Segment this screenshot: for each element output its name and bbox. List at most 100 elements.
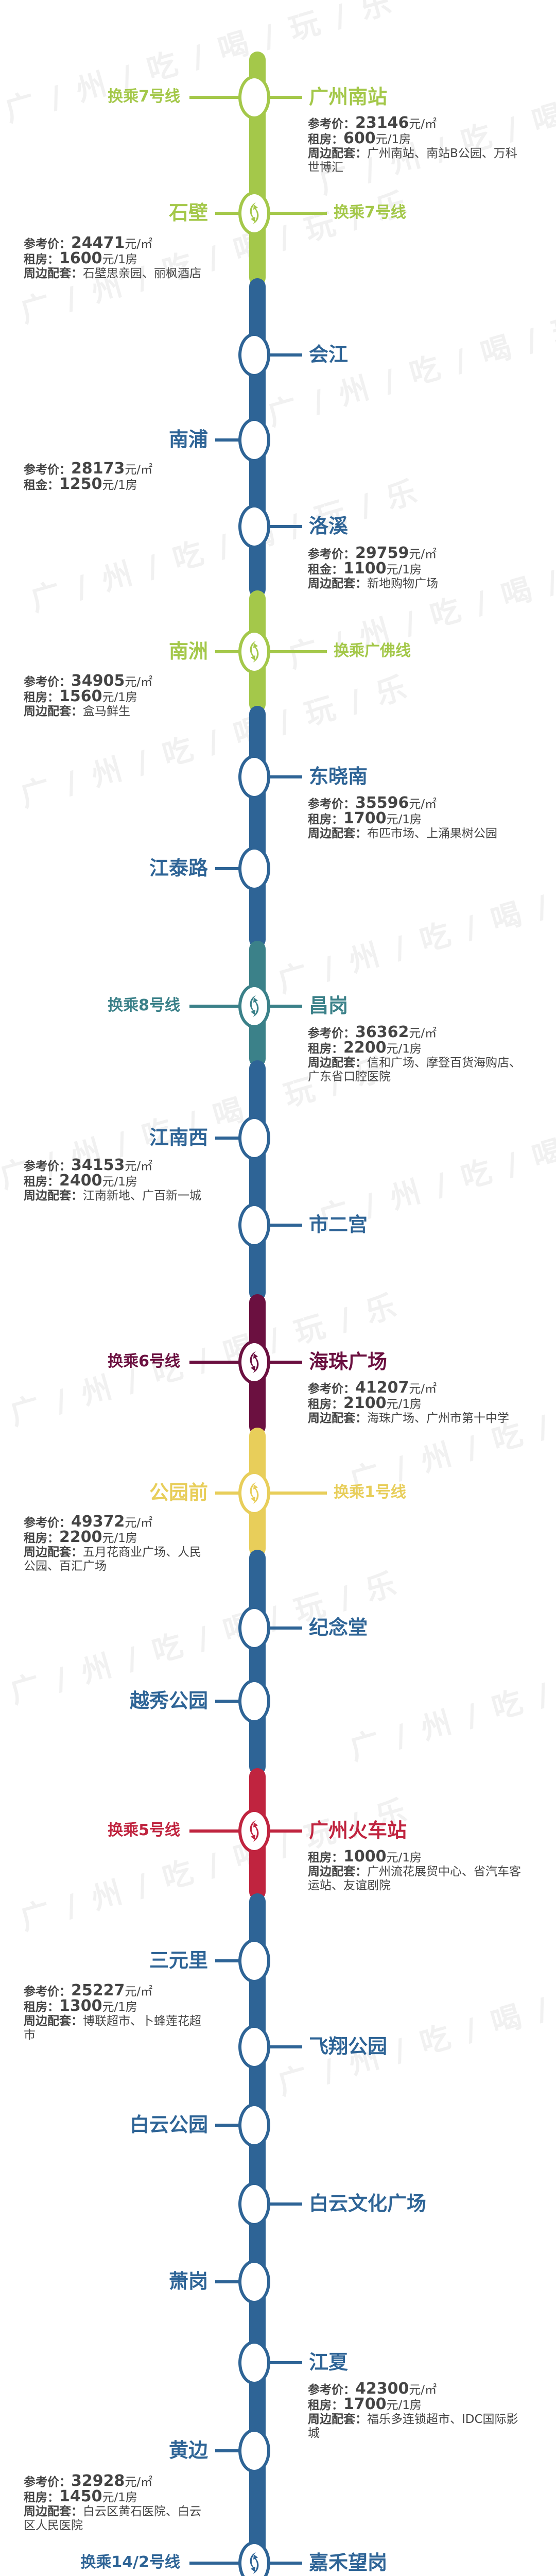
station-connector bbox=[270, 2045, 302, 2048]
station-marker[interactable] bbox=[238, 1203, 270, 1247]
amenities-value: 广州南站、南站B公园、万科世博汇 bbox=[308, 147, 517, 174]
station-marker[interactable] bbox=[238, 755, 270, 799]
station-name[interactable]: 白云文化广场 bbox=[309, 2192, 427, 2215]
station-marker[interactable] bbox=[238, 846, 270, 891]
interchange-station-marker[interactable] bbox=[238, 1471, 270, 1515]
transfer-label[interactable]: 换乘8号线 bbox=[108, 996, 180, 1014]
price-value: 49372 bbox=[71, 1513, 125, 1531]
station-name[interactable]: 海珠广场 bbox=[309, 1350, 388, 1373]
station-name[interactable]: 三元里 bbox=[149, 1949, 208, 1972]
interchange-station-marker[interactable] bbox=[238, 630, 270, 674]
station-name[interactable]: 越秀公园 bbox=[129, 1689, 208, 1712]
rent-unit: 元/1房 bbox=[386, 1398, 422, 1411]
amenities-line: 周边配套：广州南站、南站B公园、万科世博汇 bbox=[308, 147, 524, 175]
station-marker[interactable] bbox=[238, 2025, 270, 2069]
amenities-line: 周边配套：福乐多连锁超市、IDC国际影城 bbox=[308, 2413, 524, 2441]
price-label: 参考价： bbox=[308, 117, 355, 131]
station-marker[interactable] bbox=[238, 2341, 270, 2385]
station-connector bbox=[215, 1492, 239, 1495]
amenities-line: 周边配套：博联超市、卜蜂莲花超市 bbox=[24, 2014, 209, 2042]
station-name[interactable]: 萧岗 bbox=[168, 2270, 208, 2293]
transfer-label[interactable]: 换乘1号线 bbox=[334, 1483, 406, 1501]
station-name[interactable]: 江夏 bbox=[309, 2351, 349, 2374]
transfer-label[interactable]: 换乘6号线 bbox=[108, 1352, 180, 1370]
interchange-station-marker[interactable] bbox=[238, 1809, 270, 1853]
interchange-station-marker[interactable] bbox=[238, 1340, 270, 1384]
interchange-station-marker[interactable] bbox=[238, 191, 270, 235]
station-name[interactable]: 江南西 bbox=[149, 1126, 208, 1149]
station-name[interactable]: 市二宫 bbox=[309, 1213, 368, 1236]
reference-price-line: 参考价：28173元/㎡ bbox=[24, 461, 209, 477]
station-name[interactable]: 广州火车站 bbox=[309, 1819, 407, 1842]
station-name[interactable]: 昌岗 bbox=[309, 994, 349, 1017]
amenities-value: 福乐多连锁超市、IDC国际影城 bbox=[308, 2413, 518, 2440]
station-marker[interactable] bbox=[238, 504, 270, 549]
price-label: 参考价： bbox=[308, 2383, 355, 2397]
transfer-label[interactable]: 换乘5号线 bbox=[108, 1821, 180, 1839]
station-name[interactable]: 江泰路 bbox=[149, 857, 208, 879]
price-unit: 元/㎡ bbox=[409, 1382, 437, 1396]
station-marker[interactable] bbox=[238, 1679, 270, 1723]
transfer-connector bbox=[189, 1361, 239, 1364]
reference-price-line: 参考价：24471元/㎡ bbox=[24, 235, 209, 251]
station-marker[interactable] bbox=[238, 418, 270, 462]
rent-value: 2400 bbox=[59, 1172, 102, 1190]
station-marker[interactable] bbox=[238, 2429, 270, 2473]
rent-line: 租房：1700元/1房 bbox=[308, 2397, 524, 2413]
station-name[interactable]: 白云公园 bbox=[129, 2113, 208, 2136]
line-segment-line_blue bbox=[249, 1893, 266, 2576]
transfer-connector bbox=[270, 1492, 327, 1495]
amenities-value: 博联超市、卜蜂莲花超市 bbox=[24, 2014, 201, 2042]
station-name[interactable]: 南浦 bbox=[168, 428, 208, 451]
reference-price-line: 参考价：34905元/㎡ bbox=[24, 673, 209, 689]
transfer-label[interactable]: 换乘广佛线 bbox=[334, 642, 411, 660]
station-marker[interactable] bbox=[238, 75, 270, 120]
station-marker[interactable] bbox=[238, 2260, 270, 2304]
station-name[interactable]: 南洲 bbox=[168, 640, 208, 663]
station-name[interactable]: 嘉禾望岗 bbox=[309, 2551, 388, 2574]
station-name[interactable]: 纪念堂 bbox=[309, 1616, 368, 1639]
rent-unit: 元/1房 bbox=[102, 1532, 137, 1545]
station-connector bbox=[215, 867, 239, 870]
station-marker[interactable] bbox=[238, 333, 270, 377]
station-marker[interactable] bbox=[238, 2103, 270, 2147]
station-name[interactable]: 公园前 bbox=[149, 1481, 208, 1504]
rent-unit: 元/1房 bbox=[102, 1175, 137, 1189]
station-marker[interactable] bbox=[238, 2182, 270, 2226]
amenities-value: 江南新地、广百新一城 bbox=[83, 1189, 201, 1202]
station-name[interactable]: 黄边 bbox=[168, 2439, 208, 2462]
interchange-station-marker[interactable] bbox=[238, 2541, 270, 2576]
rent-unit: 元/1房 bbox=[386, 1851, 422, 1865]
rent-line: 租房：1300元/1房 bbox=[24, 1998, 209, 2014]
transfer-label[interactable]: 换乘7号线 bbox=[108, 88, 180, 106]
price-value: 42300 bbox=[355, 2380, 409, 2398]
price-label: 参考价： bbox=[308, 548, 355, 561]
station-name[interactable]: 石壁 bbox=[168, 201, 208, 224]
price-unit: 元/㎡ bbox=[125, 1516, 153, 1530]
station-name[interactable]: 东晓南 bbox=[309, 765, 368, 788]
station-marker[interactable] bbox=[238, 1606, 270, 1650]
station-name[interactable]: 飞翔公园 bbox=[309, 2035, 388, 2058]
price-unit: 元/㎡ bbox=[125, 1985, 153, 1998]
price-unit: 元/㎡ bbox=[125, 1160, 153, 1173]
station-marker[interactable] bbox=[238, 1939, 270, 1983]
reference-price-line: 参考价：36362元/㎡ bbox=[308, 1025, 524, 1041]
interchange-station-marker[interactable] bbox=[238, 984, 270, 1028]
station-marker[interactable] bbox=[238, 1116, 270, 1160]
station-name[interactable]: 洛溪 bbox=[309, 515, 349, 537]
transfer-label[interactable]: 换乘14/2号线 bbox=[80, 2553, 180, 2571]
rent-line: 租房：1700元/1房 bbox=[308, 811, 524, 827]
station-name[interactable]: 会江 bbox=[309, 343, 349, 366]
station-name[interactable]: 广州南站 bbox=[309, 86, 388, 108]
transfer-connector bbox=[189, 1005, 239, 1008]
price-value: 32928 bbox=[71, 2472, 125, 2490]
price-label: 参考价： bbox=[308, 798, 355, 811]
transfer-label[interactable]: 换乘7号线 bbox=[334, 204, 406, 222]
reference-price-line: 参考价：29759元/㎡ bbox=[308, 546, 524, 562]
rent-line: 租房：2100元/1房 bbox=[308, 1396, 524, 1412]
